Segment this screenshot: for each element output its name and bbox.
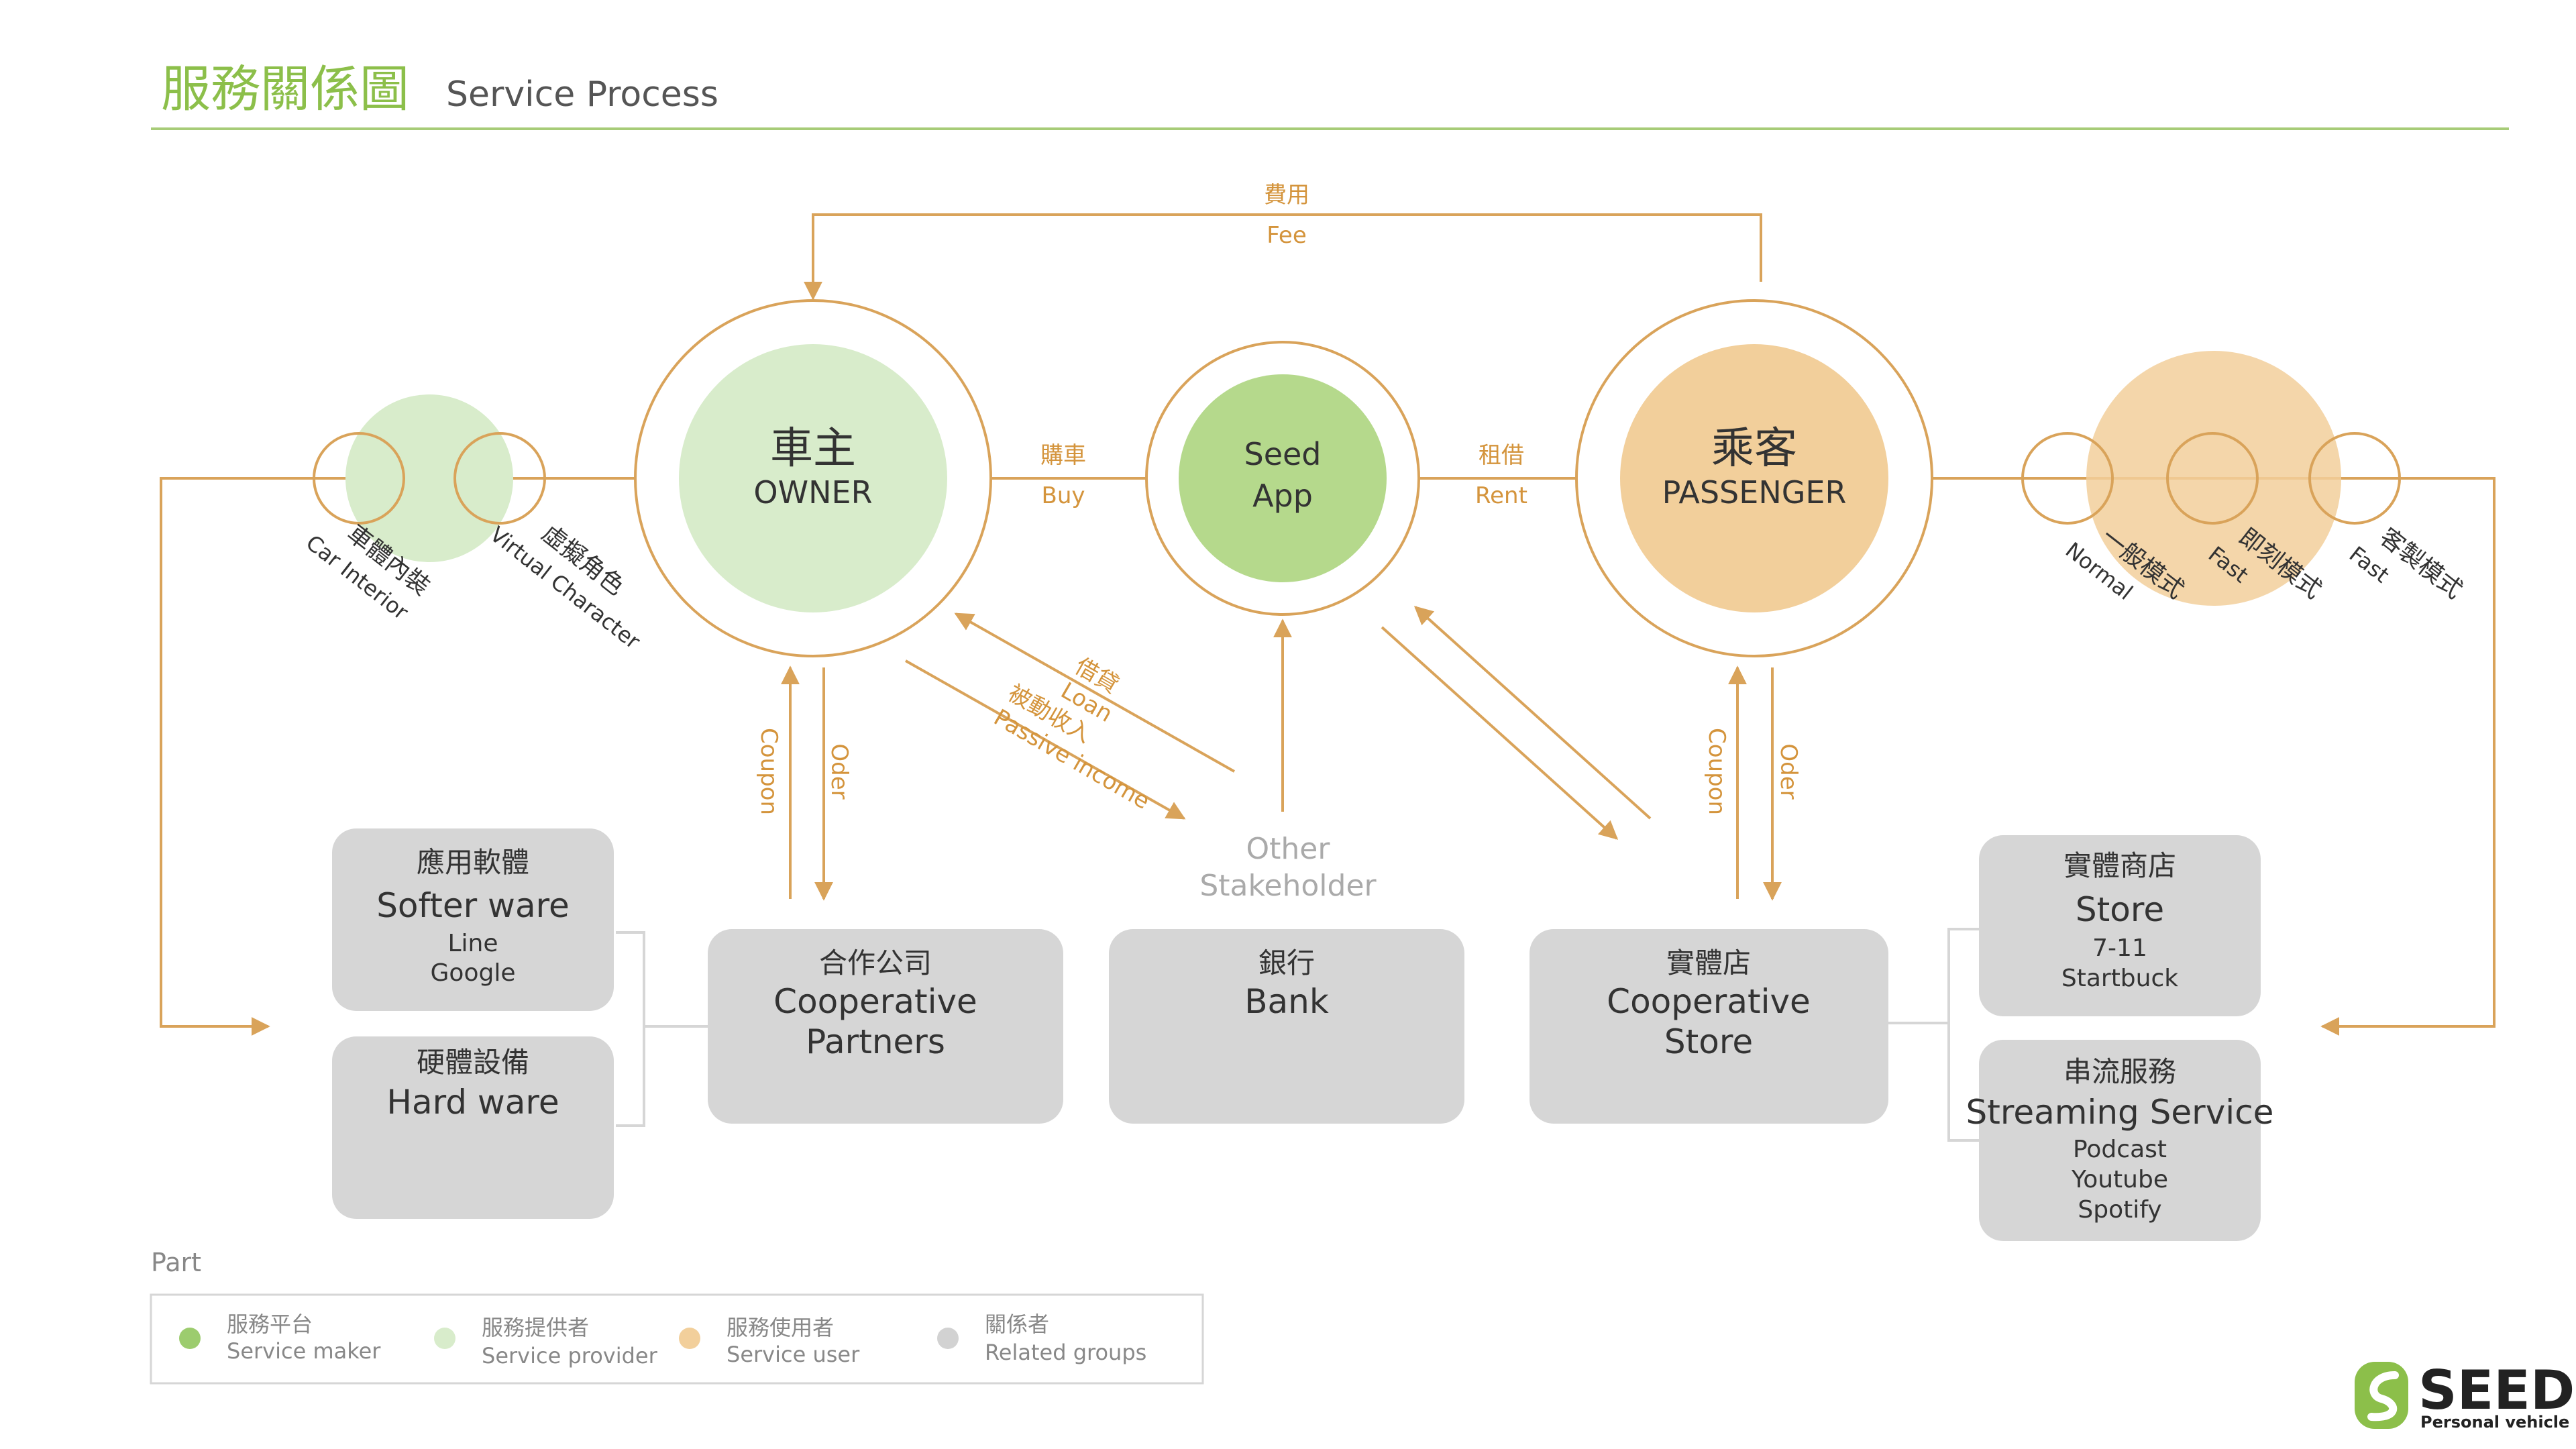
legend-label-en: Service maker: [227, 1338, 381, 1364]
software-label-cn: 應用軟體: [417, 846, 529, 879]
owner-label-en: OWNER: [753, 474, 872, 511]
coupon-label-right: Coupon: [1703, 728, 1730, 815]
buy-label-cn: 購車: [1040, 442, 1086, 469]
legend-dot-service-provider: [434, 1328, 455, 1349]
right-group-bracket: [1947, 928, 1979, 1142]
app-to-store-arrow: [1381, 626, 1619, 840]
bank-label-cn: 銀行: [1258, 947, 1315, 979]
oder-label-left: Oder: [826, 743, 853, 799]
legend-label-cn: 服務提供者: [482, 1315, 589, 1340]
partners-box: [708, 929, 1063, 1124]
legend-label-cn: 服務平台: [227, 1311, 313, 1337]
legend-dot-service-maker: [179, 1328, 201, 1349]
buy-label-en: Buy: [1042, 482, 1085, 509]
partners-label-en1: Cooperative: [773, 982, 977, 1021]
streaming-item: Youtube: [2071, 1166, 2168, 1193]
seed-app-label-line2: App: [1252, 478, 1313, 514]
hardware-label-cn: 硬體設備: [417, 1046, 529, 1079]
legend-label-cn: 服務使用者: [727, 1315, 834, 1340]
streaming-item: Podcast: [2073, 1136, 2167, 1163]
virtual-character-node: [453, 432, 546, 525]
legend-dot-related-groups: [937, 1328, 959, 1349]
seed-logo-tagline: Personal vehicle: [2420, 1413, 2569, 1432]
software-box: [332, 828, 614, 1011]
left-group-bracket: [616, 931, 645, 1127]
legend-dot-service-user: [679, 1328, 700, 1349]
fee-label-cn: 費用: [1264, 182, 1309, 209]
bank-box: [1109, 929, 1464, 1124]
fast-mode-node: [2166, 432, 2259, 525]
passive-income-arrow: [905, 659, 1186, 820]
seed-logo-name: SEED: [2418, 1359, 2575, 1421]
streaming-item: Spotify: [2078, 1196, 2161, 1224]
page-title: 服務關係圖: [161, 60, 409, 118]
legend-heading: Part: [151, 1248, 201, 1277]
streaming-label-cn: 串流服務: [2063, 1055, 2176, 1088]
fee-arrow: [804, 213, 1762, 301]
legend-label-en: Service provider: [482, 1343, 658, 1368]
oder-label-right: Oder: [1775, 743, 1802, 799]
passenger-label-cn: 乘客: [1711, 424, 1797, 474]
coop-store-label-en2: Store: [1664, 1022, 1753, 1061]
passenger-label-en: PASSENGER: [1662, 474, 1847, 511]
normal-mode-node: [2021, 432, 2114, 525]
legend-label-en: Related groups: [985, 1340, 1146, 1365]
software-label-en: Softer ware: [376, 886, 570, 925]
seed-logo: SEED Personal vehicle: [2355, 1359, 2575, 1432]
stakeholder-label-line2: Stakeholder: [1199, 869, 1377, 903]
streaming-box: [1979, 1040, 2261, 1241]
coop-store-box: [1529, 929, 1888, 1124]
software-item: Line: [447, 930, 498, 957]
owner-node: [679, 344, 947, 612]
legend-box: [150, 1293, 1204, 1385]
legend-label-cn: 關係者: [985, 1311, 1049, 1337]
legend-label-en: Service user: [727, 1342, 860, 1367]
custom-mode-node: [2308, 432, 2401, 525]
page-subtitle: Service Process: [446, 74, 718, 115]
left-loop-arrow: [160, 477, 315, 1036]
rent-label-en: Rent: [1475, 482, 1527, 509]
hardware-label-en: Hard ware: [386, 1083, 559, 1122]
hardware-box: [332, 1036, 614, 1219]
car-interior-node: [313, 432, 405, 525]
fee-label-en: Fee: [1267, 222, 1307, 249]
owner-feature-bg: [345, 394, 513, 562]
coop-store-label-cn: 實體店: [1666, 947, 1751, 979]
software-item: Google: [431, 959, 516, 987]
bank-label-en: Bank: [1244, 982, 1329, 1021]
partners-label-en2: Partners: [806, 1022, 945, 1061]
loan-arrow: [954, 612, 1235, 773]
store-label-en: Store: [2076, 890, 2164, 929]
store-to-app-arrow: [1413, 606, 1652, 820]
seed-app-label-line1: Seed: [1244, 436, 1322, 472]
passenger-node: [1620, 344, 1888, 612]
store-label-cn: 實體商店: [2063, 849, 2176, 882]
passenger-mode-bg: [2086, 351, 2341, 606]
rent-label-cn: 租借: [1479, 442, 1524, 469]
owner-label-cn: 車主: [770, 424, 856, 474]
store-item: Startbuck: [2061, 965, 2178, 992]
seed-app-node: [1179, 374, 1387, 582]
coupon-label-left: Coupon: [755, 728, 782, 815]
partners-label-cn: 合作公司: [819, 947, 932, 979]
streaming-label-en: Streaming Service: [1966, 1093, 2274, 1132]
custom-mode-label: 客製模式 Fast: [2345, 523, 2467, 604]
right-loop-arrow: [2320, 477, 2496, 1036]
store-item: 7-11: [2092, 934, 2147, 962]
coop-store-label-en1: Cooperative: [1607, 982, 1811, 1021]
stakeholder-label-line1: Other: [1246, 832, 1331, 866]
store-box: [1979, 835, 2261, 1016]
